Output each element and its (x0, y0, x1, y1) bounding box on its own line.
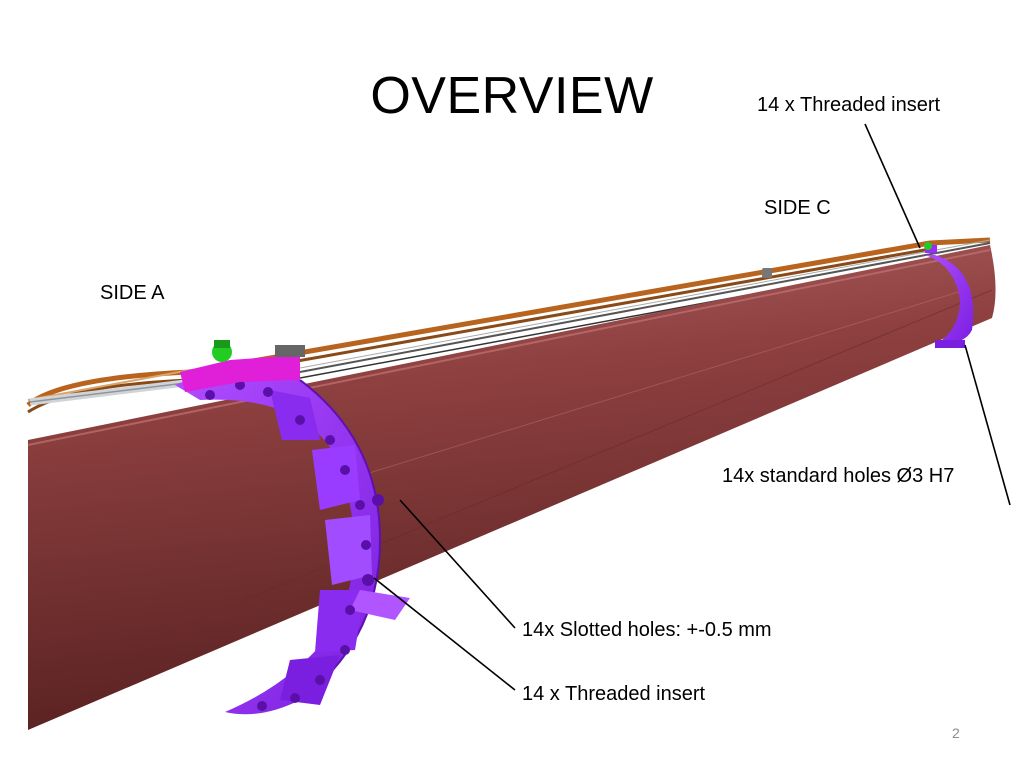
slide-title: OVERVIEW (370, 67, 654, 125)
slotted-holes-label: 14x Slotted holes: +-0.5 mm (522, 619, 772, 641)
clamp (275, 345, 305, 357)
side-c-knob (924, 242, 932, 250)
side-c-clip (762, 268, 772, 278)
threaded-insert-bottom-label: 14 x Threaded insert (522, 683, 706, 705)
page-number: 2 (952, 725, 960, 741)
callout-lines (373, 123, 1011, 691)
standard-holes-label: 14x standard holes Ø3 H7 (722, 465, 955, 487)
threaded-insert-top-label: 14 x Threaded insert (757, 94, 941, 116)
beam-pipe (27, 245, 996, 730)
support-ring-side-a (175, 340, 410, 715)
support-ring-side-c (762, 242, 974, 348)
side-c-label: SIDE C (764, 197, 831, 219)
side-a-label: SIDE A (100, 282, 165, 304)
ring-holes (205, 380, 384, 711)
